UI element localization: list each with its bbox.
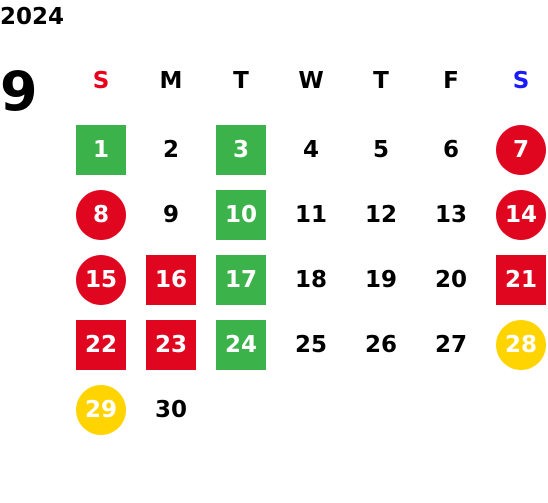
- day-30[interactable]: 30: [154, 397, 187, 423]
- day-13[interactable]: 13: [434, 202, 467, 228]
- day-27[interactable]: 27: [434, 332, 467, 358]
- day-1[interactable]: 1: [76, 125, 126, 175]
- day-6[interactable]: 6: [442, 137, 459, 163]
- day-7[interactable]: 7: [496, 125, 546, 175]
- month-label: 9: [0, 60, 38, 123]
- day-17[interactable]: 17: [216, 255, 266, 305]
- day-11[interactable]: 11: [294, 202, 327, 228]
- year-label: 2024: [0, 4, 65, 30]
- weekday-header-1: M: [159, 68, 183, 94]
- day-21[interactable]: 21: [496, 255, 546, 305]
- weekday-header-5: F: [443, 68, 459, 94]
- day-24[interactable]: 24: [216, 320, 266, 370]
- weekday-header-0: S: [92, 68, 110, 94]
- day-29[interactable]: 29: [76, 385, 126, 435]
- day-2[interactable]: 2: [162, 137, 179, 163]
- day-18[interactable]: 18: [294, 267, 327, 293]
- weekday-header-4: T: [373, 68, 389, 94]
- day-20[interactable]: 20: [434, 267, 467, 293]
- day-26[interactable]: 26: [364, 332, 397, 358]
- day-22[interactable]: 22: [76, 320, 126, 370]
- day-28[interactable]: 28: [496, 320, 546, 370]
- day-8[interactable]: 8: [76, 190, 126, 240]
- day-25[interactable]: 25: [294, 332, 327, 358]
- day-9[interactable]: 9: [162, 202, 179, 228]
- day-15[interactable]: 15: [76, 255, 126, 305]
- day-19[interactable]: 19: [364, 267, 397, 293]
- day-4[interactable]: 4: [302, 137, 319, 163]
- day-23[interactable]: 23: [146, 320, 196, 370]
- day-10[interactable]: 10: [216, 190, 266, 240]
- day-12[interactable]: 12: [364, 202, 397, 228]
- day-5[interactable]: 5: [372, 137, 389, 163]
- day-3[interactable]: 3: [216, 125, 266, 175]
- day-16[interactable]: 16: [146, 255, 196, 305]
- weekday-header-2: T: [233, 68, 249, 94]
- weekday-header-3: W: [298, 68, 324, 94]
- day-14[interactable]: 14: [496, 190, 546, 240]
- weekday-header-6: S: [512, 68, 530, 94]
